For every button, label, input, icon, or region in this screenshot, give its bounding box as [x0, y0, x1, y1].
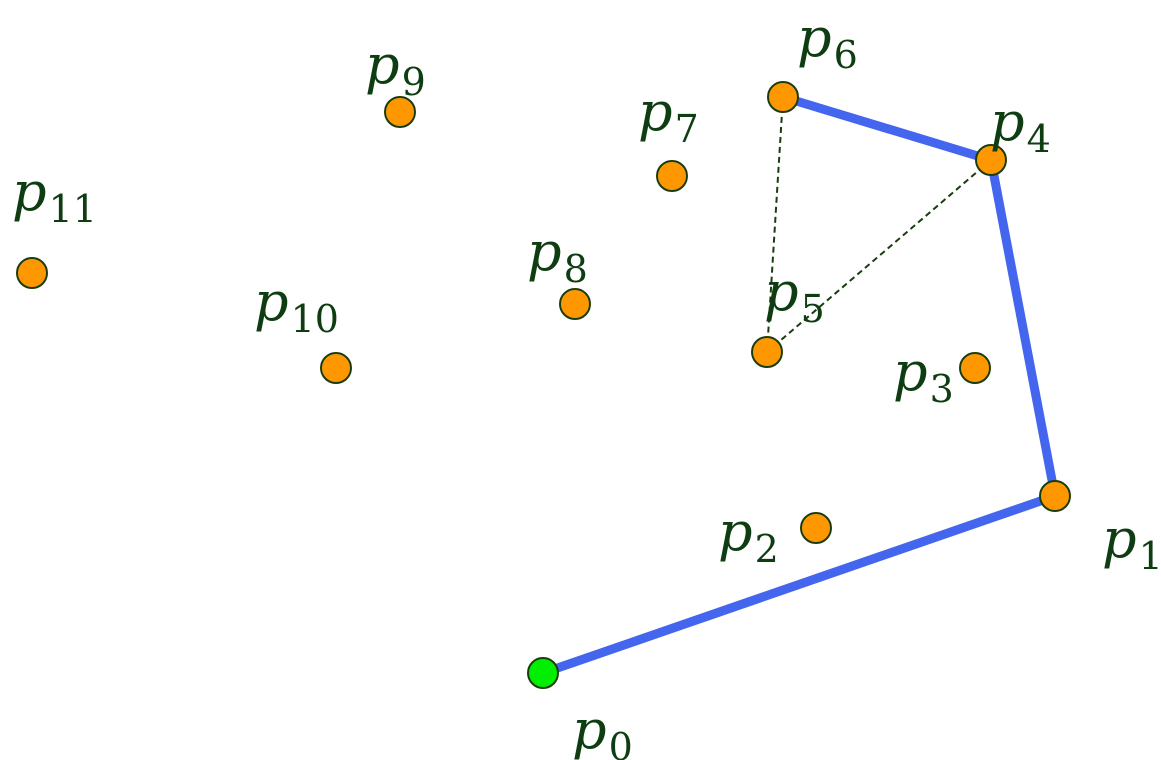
label-p2: p2: [718, 500, 779, 571]
points-group: [16, 81, 1071, 689]
point-p5: [751, 336, 783, 368]
label-index: 5: [801, 287, 825, 331]
label-letter: p: [990, 90, 1025, 153]
label-p4: p4: [990, 90, 1051, 161]
label-index: 10: [291, 297, 339, 341]
label-p7: p7: [638, 80, 699, 151]
candidate-edges-group: [766, 96, 992, 353]
label-p3: p3: [893, 340, 954, 411]
label-p6: p6: [797, 6, 858, 77]
point-p3: [959, 352, 991, 384]
label-letter: p: [718, 500, 753, 563]
label-letter: p: [638, 80, 673, 143]
point-p6: [767, 81, 799, 113]
label-index: 3: [930, 367, 954, 411]
label-p10: p10: [254, 270, 339, 341]
label-p8: p8: [527, 220, 588, 291]
label-letter: p: [365, 33, 400, 96]
point-p7: [656, 160, 688, 192]
point-p8: [559, 288, 591, 320]
point-p2: [800, 512, 832, 544]
label-letter: p: [572, 698, 607, 760]
label-index: 1: [1139, 534, 1161, 578]
label-p5: p5: [764, 260, 825, 331]
label-p11: p11: [12, 160, 97, 231]
hull-edge-p1-p4: [986, 159, 1060, 497]
hull-edge-p0-p1: [541, 491, 1057, 678]
point-p9: [384, 96, 416, 128]
point-p10: [320, 352, 352, 384]
candidate-edge-p6-p5: [766, 96, 784, 353]
label-index: 0: [609, 725, 633, 760]
label-index: 11: [49, 187, 97, 231]
label-letter: p: [527, 220, 562, 283]
point-p11: [16, 257, 48, 289]
label-index: 7: [675, 107, 699, 151]
label-index: 8: [564, 247, 588, 291]
label-letter: p: [797, 6, 832, 69]
label-index: 9: [402, 60, 426, 104]
label-index: 6: [834, 33, 858, 77]
hull-edge-p4-p6: [781, 92, 993, 165]
point-p1: [1039, 480, 1071, 512]
hull-edges-group: [541, 92, 1060, 678]
label-p9: p9: [365, 33, 426, 104]
point-p0: [527, 657, 559, 689]
label-index: 4: [1027, 117, 1051, 161]
label-letter: p: [1102, 507, 1137, 570]
label-letter: p: [12, 160, 47, 223]
candidate-edge-p4-p5: [766, 159, 992, 353]
label-p0: p0: [572, 698, 633, 760]
label-index: 2: [755, 527, 779, 571]
label-p1: p1: [1102, 507, 1161, 578]
label-letter: p: [254, 270, 289, 333]
label-letter: p: [893, 340, 928, 403]
point-p4: [975, 144, 1007, 176]
label-letter: p: [764, 260, 799, 323]
